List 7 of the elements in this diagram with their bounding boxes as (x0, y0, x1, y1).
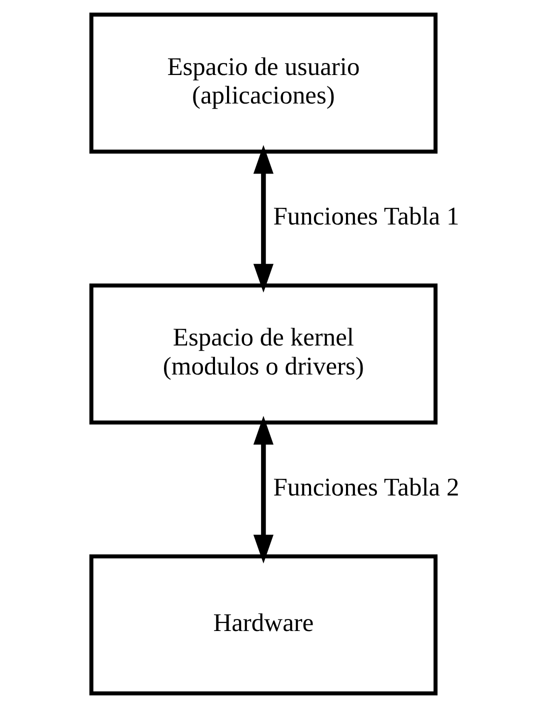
edge-label: Funciones Tabla 1 (273, 202, 460, 231)
node-box: Hardware (89, 554, 438, 696)
node-box: Espacio de kernel (modulos o drivers) (89, 284, 438, 424)
node-box: Espacio de usuario (aplicaciones) (89, 12, 438, 154)
arrow (253, 145, 274, 293)
arrow (253, 416, 274, 564)
edge-label: Funciones Tabla 2 (273, 472, 460, 502)
